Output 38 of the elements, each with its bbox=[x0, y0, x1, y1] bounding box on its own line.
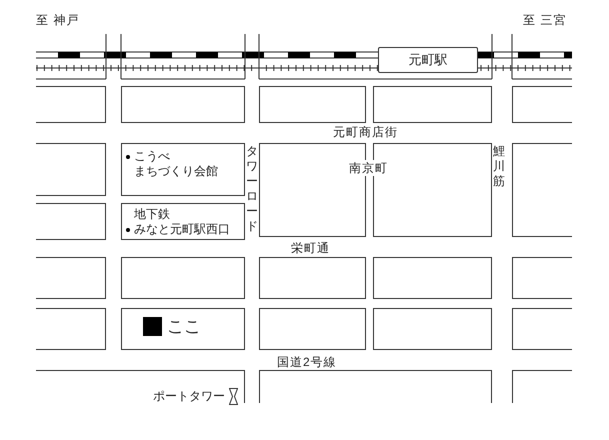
city-block bbox=[373, 86, 492, 123]
city-block bbox=[373, 257, 492, 299]
place-name: こうべ bbox=[134, 149, 170, 164]
city-block bbox=[121, 308, 245, 350]
place-name: ここ bbox=[167, 316, 201, 338]
map-label: 至 神戸 bbox=[36, 12, 80, 28]
map-label: 国道2号線 bbox=[277, 354, 337, 370]
city-block bbox=[512, 308, 572, 350]
map-label: 南京町 bbox=[347, 160, 390, 176]
city-block bbox=[36, 257, 106, 299]
station-sign bbox=[378, 47, 478, 73]
city-block bbox=[259, 86, 366, 123]
city-block bbox=[512, 86, 572, 123]
city-block bbox=[512, 257, 572, 299]
city-block bbox=[259, 308, 366, 350]
place-name: 元町駅 bbox=[408, 51, 448, 70]
city-block bbox=[121, 86, 245, 123]
street-name-vertical: タワーロード bbox=[246, 144, 258, 234]
city-block bbox=[36, 203, 106, 240]
city-block bbox=[373, 308, 492, 350]
street-name-vertical: 鯉川筋 bbox=[493, 144, 505, 189]
city-block bbox=[121, 143, 245, 196]
city-block bbox=[512, 143, 572, 237]
place-name: 地下鉄 bbox=[134, 207, 170, 221]
city-block bbox=[121, 203, 245, 240]
city-block bbox=[259, 257, 366, 299]
city-block bbox=[36, 143, 106, 196]
place-name: みなと元町駅西口 bbox=[134, 222, 230, 237]
map-label: 栄町通 bbox=[291, 240, 330, 256]
map-label: 至 三宮 bbox=[523, 12, 566, 28]
city-block bbox=[259, 370, 492, 403]
city-block bbox=[121, 257, 245, 299]
city-block bbox=[373, 143, 492, 237]
map-label: 元町商店街 bbox=[333, 124, 398, 140]
place-name: まちづくり会館 bbox=[134, 164, 218, 178]
place-name: ポートタワー bbox=[153, 388, 225, 405]
city-block bbox=[36, 86, 106, 123]
city-block bbox=[36, 308, 106, 350]
